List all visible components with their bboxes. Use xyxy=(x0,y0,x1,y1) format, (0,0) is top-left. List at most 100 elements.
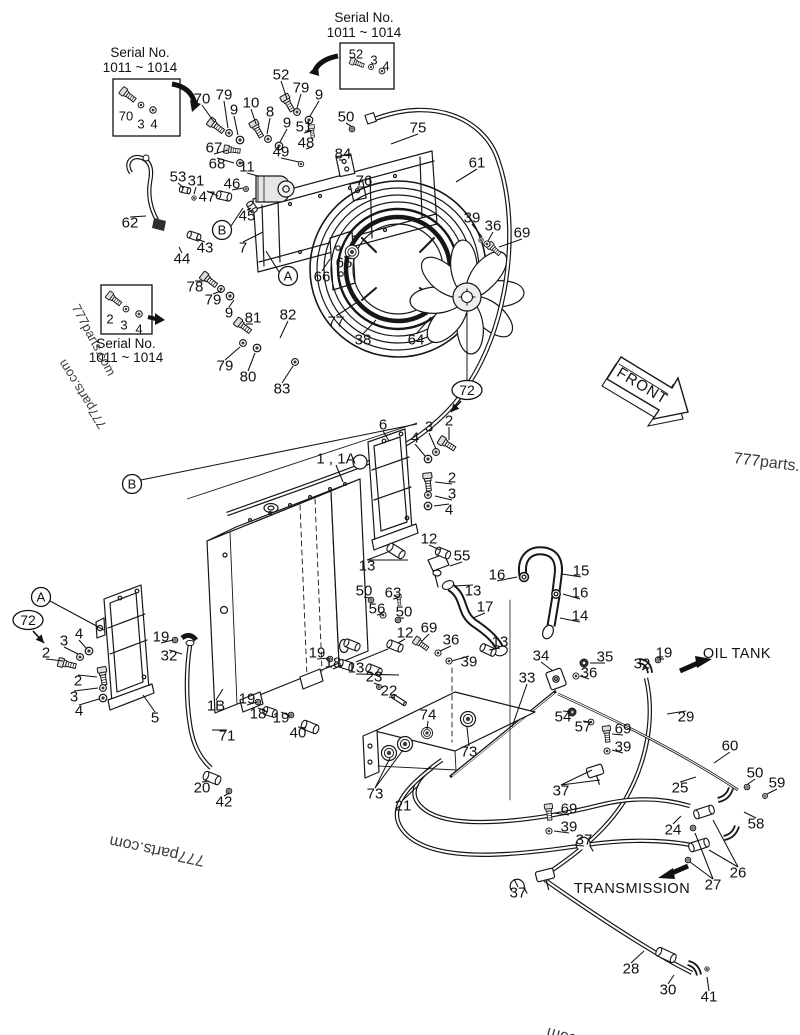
part-callout: 1B xyxy=(207,698,225,715)
part-callout: 69 xyxy=(514,225,531,242)
part-callout: 56 xyxy=(369,601,386,618)
ref-arrow-head xyxy=(35,634,44,643)
hoses-lower xyxy=(180,632,740,976)
fitting-icon xyxy=(178,185,192,195)
nut-icon xyxy=(579,658,589,668)
part-callout: 9 xyxy=(230,102,238,119)
transmission-arrow-icon xyxy=(658,863,690,879)
part-callout: 9 xyxy=(283,115,291,132)
fitting-icon xyxy=(688,837,710,853)
leader-line xyxy=(280,157,300,163)
leader-line xyxy=(212,290,222,295)
leader-line xyxy=(390,133,419,145)
leader-line xyxy=(434,495,453,501)
part-callout: 16 xyxy=(489,567,506,584)
part-callout: 73 xyxy=(461,744,478,761)
washer-icon xyxy=(225,129,233,137)
part-callout: 75 xyxy=(410,120,427,137)
washer-icon xyxy=(98,693,108,703)
leader-line xyxy=(713,751,731,764)
washer-icon xyxy=(378,67,386,75)
serial-box xyxy=(339,42,395,90)
washer-icon xyxy=(274,141,284,151)
part-callout: 50 xyxy=(356,583,373,600)
fitting-icon xyxy=(365,663,383,677)
o-ring-icon xyxy=(394,616,402,624)
part-callout: 50 xyxy=(396,604,413,621)
washer-icon xyxy=(432,448,440,456)
part-callout: 36 xyxy=(443,632,460,649)
o-ring-icon xyxy=(225,787,233,795)
leader-line xyxy=(129,215,147,218)
part-callout: 68 xyxy=(209,156,226,173)
part-callout: 14 xyxy=(572,608,589,625)
radiator xyxy=(206,478,369,714)
washer-icon xyxy=(122,305,130,313)
leader-line xyxy=(472,612,486,619)
part-callout: 28 xyxy=(623,961,640,978)
part-callout: 43 xyxy=(197,240,214,257)
leader-line xyxy=(142,694,156,713)
ref-arrow-head xyxy=(451,403,460,412)
ref-circle xyxy=(12,609,44,631)
o-ring-icon xyxy=(704,966,710,972)
part-callout: 8 xyxy=(266,104,274,121)
part-callout: 23 xyxy=(366,669,383,686)
leader-line xyxy=(553,830,570,834)
leader-line xyxy=(451,655,470,662)
leader-line xyxy=(667,974,675,985)
part-callout: 50 xyxy=(338,109,355,126)
bolt-icon xyxy=(436,435,457,452)
leader-line xyxy=(280,80,288,100)
part-callout: 69 xyxy=(615,721,632,738)
leader-line xyxy=(689,861,714,880)
leader-line xyxy=(428,432,437,450)
leader-line xyxy=(513,878,519,888)
leader-line xyxy=(215,688,224,701)
serial-box-callout: 3 xyxy=(370,53,377,68)
fitting-icon xyxy=(246,200,258,214)
leader-line xyxy=(233,115,239,136)
washer-icon xyxy=(236,159,244,167)
part-callout: 3 xyxy=(448,486,456,503)
part-callout: 18 xyxy=(250,706,267,723)
leader-line xyxy=(266,117,271,135)
part-callout: 34 xyxy=(533,648,550,665)
leader-line xyxy=(388,696,396,699)
part-callout: 80 xyxy=(240,369,257,386)
part-callout: 46 xyxy=(224,176,241,193)
leader-line xyxy=(343,255,351,258)
hardware-icons xyxy=(56,56,768,972)
leader-line xyxy=(376,613,383,616)
part-callout: 12 xyxy=(397,625,414,642)
part-callout: 19 xyxy=(656,645,673,662)
part-callout: 50 xyxy=(747,765,764,782)
serial-box-callout: 3 xyxy=(120,318,127,333)
part-callout: 13 xyxy=(359,558,376,575)
leader-line xyxy=(63,646,79,655)
part-callout: 4 xyxy=(411,430,419,447)
washer-icon xyxy=(423,454,433,464)
leader-line xyxy=(641,666,648,671)
construction-lines xyxy=(186,422,418,500)
leader-line xyxy=(201,780,210,783)
leader-line xyxy=(366,551,389,561)
mount-bracket-right xyxy=(352,428,419,551)
part-callout: 49 xyxy=(273,144,290,161)
leader-line xyxy=(433,503,450,507)
leader-line xyxy=(679,776,697,783)
leader-line xyxy=(559,617,581,623)
fitting-icon xyxy=(391,693,407,707)
washer-icon xyxy=(483,240,491,248)
serial-box-callout: 2 xyxy=(106,312,113,327)
leader-line xyxy=(766,788,778,795)
leader-line xyxy=(335,302,357,317)
leader-line xyxy=(706,976,710,992)
part-callout: 44 xyxy=(174,251,191,268)
serial-box-callout: 4 xyxy=(150,117,157,132)
leader-line xyxy=(78,698,100,706)
part-callout: 32 xyxy=(161,648,178,665)
leader-line xyxy=(281,365,294,384)
bolt-icon xyxy=(56,657,77,670)
leader-line xyxy=(316,657,330,660)
